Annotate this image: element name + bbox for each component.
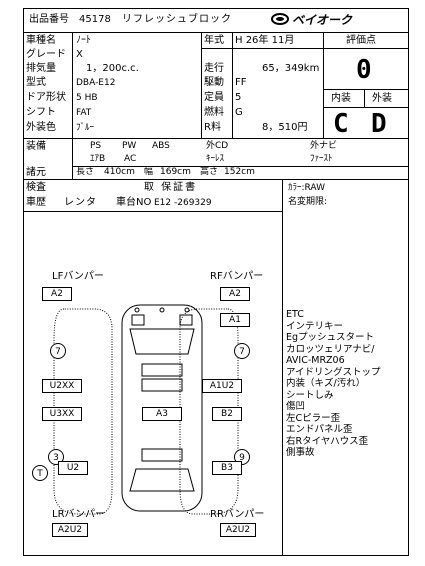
equip-ps: PS xyxy=(90,141,102,151)
capacity-label: 定員 xyxy=(204,92,224,103)
color-label: 外装色 xyxy=(26,122,56,133)
mileage-label: 走行 xyxy=(204,63,224,74)
exterior-label: 外装 xyxy=(372,93,392,104)
drive: FF xyxy=(235,77,247,88)
rr-bumper-box: A2U2 xyxy=(220,523,256,537)
car-outline xyxy=(53,304,239,515)
car-name: ﾉｰﾄ xyxy=(76,35,91,46)
note-item: 側事故 xyxy=(286,447,315,458)
dims-height-label: 高さ xyxy=(200,167,219,177)
equip-cd: 外CD xyxy=(206,141,229,151)
dims-width-label: 幅 xyxy=(144,167,154,177)
model-type: DBA-E12 xyxy=(76,78,116,88)
inspection-label: 検査 xyxy=(26,182,46,193)
type-label: 型式 xyxy=(26,77,46,88)
chassis-label: 車台NO xyxy=(116,197,152,208)
note-item: インテリキー xyxy=(286,320,344,332)
equip-ac: AC xyxy=(124,154,137,164)
interior-grade: C xyxy=(333,109,349,139)
lf-bumper-label: LFバンパー xyxy=(52,271,104,282)
equip-navi: 外ナビ xyxy=(310,141,338,151)
lr-bumper-box: A2U2 xyxy=(52,523,88,537)
dims-width: 169cm xyxy=(160,167,191,177)
lr-bumper-label: LRバンパー xyxy=(52,509,106,520)
note-item: 傷凹 xyxy=(286,401,306,412)
note-item: 左Cピラー歪 xyxy=(286,412,341,424)
rf-bumper-box: A2 xyxy=(220,287,250,301)
door-label: ドア形状 xyxy=(26,92,66,103)
recycle-label: R料 xyxy=(204,122,221,133)
rf-wheel-circle: 7 xyxy=(234,343,250,359)
fuel-label: 燃料 xyxy=(204,107,224,118)
grade: X xyxy=(76,49,83,60)
t-marker-circle: T xyxy=(32,465,48,481)
dims-length: 410cm xyxy=(104,167,135,177)
recycle-fee: 8，510円 xyxy=(262,122,308,133)
dims-length-label: 長さ xyxy=(76,167,95,177)
lr-door-box: U3XX xyxy=(42,407,82,421)
equip-first: ﾌｧｰｽﾄ xyxy=(310,154,333,164)
note-item: アイドリングストップ xyxy=(286,366,381,378)
lf-wheel-circle: 7 xyxy=(50,343,66,359)
auction-sheet: 出品番号 45178 リフレッシュブロック ベイオーク 車種名 ﾉｰﾄ グレード… xyxy=(23,8,409,556)
rf-fender-box: A1 xyxy=(220,313,250,327)
dims-height: 152cm xyxy=(224,167,255,177)
note-item: シートしみ xyxy=(286,389,334,401)
rr-door-box: B2 xyxy=(212,407,242,421)
note-item: Egプッシュスタート xyxy=(286,332,375,343)
mileage: 65，349km xyxy=(262,63,320,74)
swirl-icon xyxy=(271,13,289,25)
name-change-deadline: 名変期限: xyxy=(288,197,328,207)
brand-name: ベイオーク xyxy=(292,13,353,27)
equip-airbag: ｴｱB xyxy=(90,154,106,164)
year-label: 年式 xyxy=(204,35,224,46)
drive-label: 駆動 xyxy=(204,77,224,88)
displacement: 1，200c.c. xyxy=(86,63,139,74)
equipment-label: 装備 xyxy=(26,141,46,152)
notes-list: ETC インテリキー Egプッシュスタート カロッツェリアナビ/ AVIC-MR… xyxy=(286,309,381,459)
rr-bumper-label: RRバンパー xyxy=(210,509,265,520)
displacement-label: 排気量 xyxy=(26,63,56,74)
car-name-label: 車種名 xyxy=(26,35,56,46)
history-label: 車歴 xyxy=(26,197,46,208)
note-item: エンドパネル歪 xyxy=(286,424,353,435)
inspection-value: 取 保証書 xyxy=(144,182,198,193)
overall-score: 0 xyxy=(356,55,372,85)
model-title: リフレッシュブロック xyxy=(122,14,232,25)
equip-pw: PW xyxy=(122,141,137,151)
year: H 26年 11月 xyxy=(235,35,295,46)
note-item: 内装（キズ/汚れ） xyxy=(286,378,366,389)
note-item: AVIC-MRZ06 xyxy=(286,355,345,366)
equip-keyless: ｷｰﾚｽ xyxy=(206,154,225,164)
lot-number: 45178 xyxy=(79,14,111,25)
exterior-color: ﾌﾞﾙｰ xyxy=(76,123,95,133)
door-type: 5 HB xyxy=(76,93,98,103)
rf-bumper-label: RFバンパー xyxy=(210,271,264,282)
chassis-number: E12 -269329 xyxy=(154,198,212,208)
score-label: 評価点 xyxy=(346,35,376,46)
note-item: 右Rタイヤハウス歪 xyxy=(286,435,369,447)
rf-door-box: A1U2 xyxy=(202,379,242,393)
capacity: 5 xyxy=(235,92,242,103)
lr-fender-box: U2 xyxy=(58,461,88,475)
dims-label: 諸元 xyxy=(26,167,46,178)
rr-fender-box: B3 xyxy=(212,461,242,475)
interior-label: 内装 xyxy=(331,93,351,104)
fuel: G xyxy=(235,107,243,118)
lf-door-box: U2XX xyxy=(42,379,82,393)
color-code: ｶﾗｰ:RAW xyxy=(288,183,325,193)
exterior-grade: D xyxy=(371,109,387,139)
shift-label: シフト xyxy=(26,107,56,118)
grade-label: グレード xyxy=(26,49,66,60)
equip-abs: ABS xyxy=(152,141,170,151)
shift: FAT xyxy=(76,108,92,118)
note-item: カロッツェリアナビ/ xyxy=(286,343,375,355)
roof-box: A3 xyxy=(142,407,182,421)
history-value: レンタ xyxy=(64,197,97,208)
brand-logo: ベイオーク xyxy=(270,11,352,31)
lf-bumper-box: A2 xyxy=(42,287,72,301)
lot-number-label: 出品番号 xyxy=(29,14,69,25)
note-item: ETC xyxy=(286,309,304,320)
